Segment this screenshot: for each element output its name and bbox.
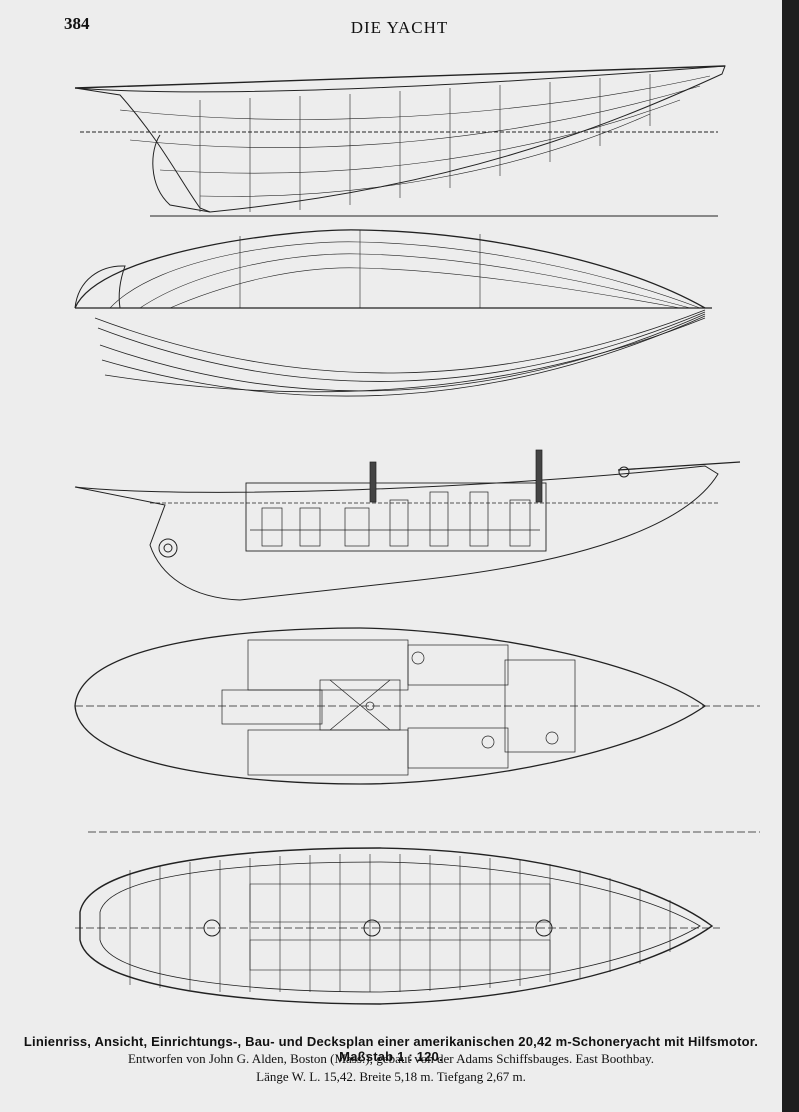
waterlines-plan (94, 309, 706, 397)
ship-plans (74, 65, 760, 1005)
lines-profile (74, 65, 726, 217)
page-number: 384 (64, 14, 90, 33)
inboard-profile (74, 449, 741, 601)
caption-dimensions: Länge W. L. 15,42. Breite 5,18 m. Tiefga… (256, 1069, 526, 1084)
caption-title: Linienriss, Ansicht, Einrichtungs-, Bau-… (23, 1034, 759, 1064)
half-breadth-plan (74, 229, 712, 309)
accommodation-plan (74, 627, 760, 785)
deck-and-construction-plan (75, 831, 760, 1005)
page-edge (782, 0, 799, 1112)
caption-designer: Entworfen von John G. Alden, Boston (Mas… (127, 1051, 655, 1066)
scanned-page: 384 DIE YACHT (0, 0, 782, 1112)
page-header: DIE YACHT (350, 18, 449, 37)
